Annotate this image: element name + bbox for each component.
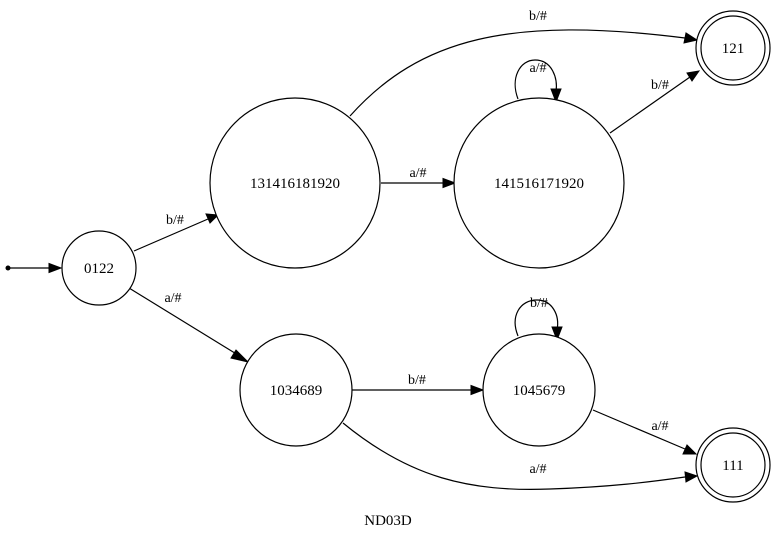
edge-label: a/#: [651, 419, 668, 434]
edge-0122-to-1034689: a/#: [128, 287, 250, 363]
edge-0122-to-131416181920: b/#: [133, 213, 220, 252]
state-label: 141516171920: [494, 176, 584, 192]
state-131416181920: 131416181920: [209, 97, 381, 269]
edge-label: b/#: [651, 78, 669, 93]
state-1034689: 1034689: [239, 333, 353, 447]
edge-label: b/#: [166, 213, 184, 228]
edge-1045679-to-111: a/#: [592, 409, 698, 455]
state-label: 0122: [84, 261, 114, 277]
state-label: 1034689: [270, 383, 323, 399]
state-141516171920: 141516171920: [453, 97, 625, 269]
edge-141516171920-to-121: b/#: [609, 70, 701, 134]
state-111-accepting: 111: [695, 427, 771, 503]
edge-label: b/#: [530, 296, 548, 311]
edge-label: a/#: [409, 166, 426, 181]
edge-141516171920-loop: a/#: [514, 59, 562, 104]
state-label: 111: [722, 458, 743, 474]
state-0122: 0122: [61, 230, 137, 306]
diagram-caption: ND03D: [364, 513, 412, 529]
edge-label: a/#: [529, 61, 546, 76]
edge-131416181920-to-121: b/#: [349, 9, 699, 117]
edge-1034689-to-1045679: b/#: [352, 373, 485, 396]
state-121-accepting: 121: [695, 10, 771, 86]
edge-1045679-loop: b/#: [514, 296, 563, 342]
edge-131416181920-to-141516171920: a/#: [381, 166, 457, 189]
state-label: 131416181920: [250, 176, 340, 192]
edge-label: a/#: [529, 462, 546, 477]
edge-label: b/#: [529, 9, 547, 24]
state-1045679: 1045679: [482, 333, 596, 447]
edge-1034689-to-111: a/#: [342, 422, 699, 490]
initial-arrow: [5, 262, 63, 274]
state-label: 121: [722, 41, 745, 57]
state-label: 1045679: [513, 383, 566, 399]
edge-label: a/#: [164, 291, 181, 306]
edge-label: b/#: [408, 373, 426, 388]
